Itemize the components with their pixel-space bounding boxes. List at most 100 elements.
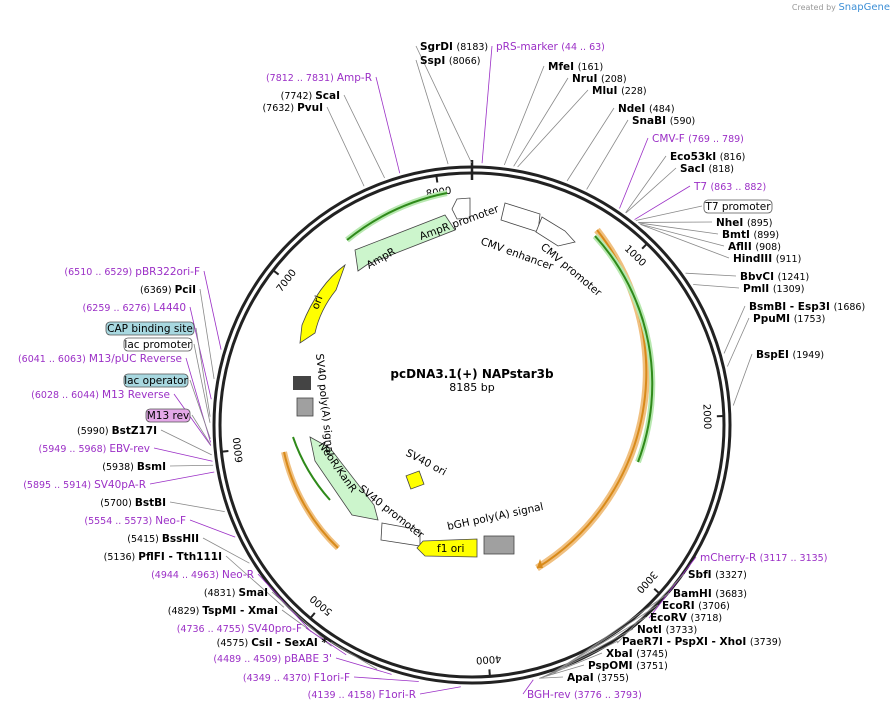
leader-line	[539, 676, 564, 679]
leader-line	[513, 77, 569, 167]
right-label: EcoRI (3706)	[662, 600, 730, 612]
right-label: Eco53kI (816)	[670, 151, 745, 163]
leader-line	[343, 94, 385, 179]
right-label: SnaBI (590)	[632, 115, 695, 127]
boxed-feature-box	[145, 408, 191, 423]
leader-line	[193, 343, 211, 423]
ampr-orf-core	[346, 192, 448, 241]
leader-line	[330, 641, 378, 670]
right-label: CMV-F (769 .. 789)	[652, 133, 744, 145]
left-label: (4349 .. 4370) F1ori-F	[243, 672, 350, 684]
left-label: (4139 .. 4158) F1ori-R	[308, 689, 416, 701]
backbone-outer	[212, 165, 732, 685]
leader-line	[481, 45, 493, 164]
boxed-feature-label: M13 rev	[147, 410, 190, 422]
left-label: (6510 .. 6529) pBR322ori-F	[64, 266, 200, 278]
right-label: NruI (208)	[572, 73, 627, 85]
boxed-feature-label: T7 promoter	[704, 201, 771, 213]
leader-line	[257, 573, 312, 633]
left-label: (5415) BssHII	[127, 533, 199, 545]
left-label: (6369) PciI	[140, 284, 196, 296]
leader-line	[189, 519, 236, 538]
leader-line	[732, 353, 753, 406]
leader-line	[415, 59, 449, 165]
leader-line	[195, 327, 211, 417]
right-label: BsmBI - Esp3I (1686)	[749, 301, 865, 313]
leader-line	[375, 76, 401, 174]
right-label: EcoRV (3718)	[650, 612, 722, 624]
right-label: NdeI (484)	[618, 103, 675, 115]
left-label: (4829) TspMI - XmaI	[168, 605, 278, 617]
left-label: (5700) BstBI	[100, 497, 166, 509]
leader-line	[648, 556, 697, 619]
leader-line	[271, 591, 332, 647]
right-label: PpuMI (1753)	[753, 313, 825, 325]
leader-line	[566, 107, 615, 182]
feature-label-sv40ori: SV40 ori	[404, 447, 449, 478]
f1-ori-feature	[416, 538, 478, 558]
leader-line	[189, 379, 211, 439]
sv40-polya-feature	[296, 397, 314, 417]
leader-line	[640, 223, 725, 247]
left-label: (6041 .. 6063) M13/pUC Reverse	[18, 353, 182, 365]
right-label: pRS-marker (44 .. 63)	[496, 41, 605, 53]
boxed-feature-box	[123, 373, 189, 388]
leader-line	[202, 537, 250, 564]
tick-mark	[653, 588, 661, 595]
left-label: (7812 .. 7831) Amp-R	[266, 72, 372, 84]
cmv-enhancer-feature	[500, 202, 541, 233]
right-label: BGH-rev (3776 .. 3793)	[527, 689, 642, 701]
feature-label-f1ori: f1 ori	[437, 543, 464, 555]
right-label: NotI (3733)	[637, 624, 697, 636]
boxed-feature-label: lac promoter	[124, 339, 192, 351]
leader-line	[153, 447, 213, 462]
feature-arcs	[281, 190, 656, 571]
leader-line	[149, 471, 215, 485]
lac-features-stack	[293, 376, 311, 390]
leader-line	[685, 272, 737, 277]
boxed-feature-box	[703, 199, 773, 214]
right-label: PmlI (1309)	[743, 283, 804, 295]
leader-line	[522, 679, 534, 695]
left-label: (6259 .. 6276) L4440	[83, 302, 186, 314]
right-label: mCherry-R (3117 .. 3135)	[700, 552, 827, 564]
boxed-feature-label: lac operator	[124, 375, 188, 387]
ori-feature	[299, 263, 346, 344]
plasmid-size: 8185 bp	[449, 381, 494, 394]
leader-line	[305, 627, 347, 656]
leader-line	[189, 306, 212, 400]
leader-line	[173, 393, 212, 446]
left-orange-core	[283, 451, 339, 549]
left-label: (4489 .. 4509) pBABE 3'	[213, 653, 332, 665]
right-label: MluI (228)	[592, 85, 647, 97]
tick-mark	[272, 269, 280, 276]
leader-line	[169, 464, 214, 467]
tick-mark	[221, 450, 229, 453]
leader-line	[169, 501, 225, 512]
right-label: BspEI (1949)	[756, 349, 824, 361]
right-label: HindIII (911)	[733, 253, 801, 265]
sv40-ori-feature	[405, 470, 425, 490]
leader-line	[542, 640, 619, 678]
leader-line	[640, 224, 730, 259]
right-label: NheI (895)	[716, 217, 773, 229]
left-label: (7632) PvuI	[262, 102, 323, 114]
right-label: T7 (863 .. 882)	[693, 181, 766, 193]
tick-mark	[309, 612, 316, 619]
right-label: BamHI (3683)	[673, 588, 747, 600]
leader-line	[543, 628, 634, 678]
feature-label-ori: ori	[310, 294, 326, 311]
leader-line	[723, 305, 746, 354]
feature-label-bghpolya: bGH poly(A) signal	[446, 501, 544, 533]
left-label: (4944 .. 4963) Neo-R	[151, 569, 254, 581]
leader-line	[638, 222, 719, 235]
right-label: PaeR7I - PspXI - XhoI (3739)	[622, 636, 781, 648]
mcherry-arrowhead	[537, 559, 543, 568]
right-label: AflII (908)	[728, 241, 781, 253]
left-label: (5949 .. 5968) EBV-rev	[38, 443, 150, 455]
leader-line	[353, 676, 419, 682]
tick-mark	[641, 242, 648, 250]
boxed-feature-label: CAP binding site	[107, 323, 193, 335]
leader-line	[693, 284, 740, 289]
